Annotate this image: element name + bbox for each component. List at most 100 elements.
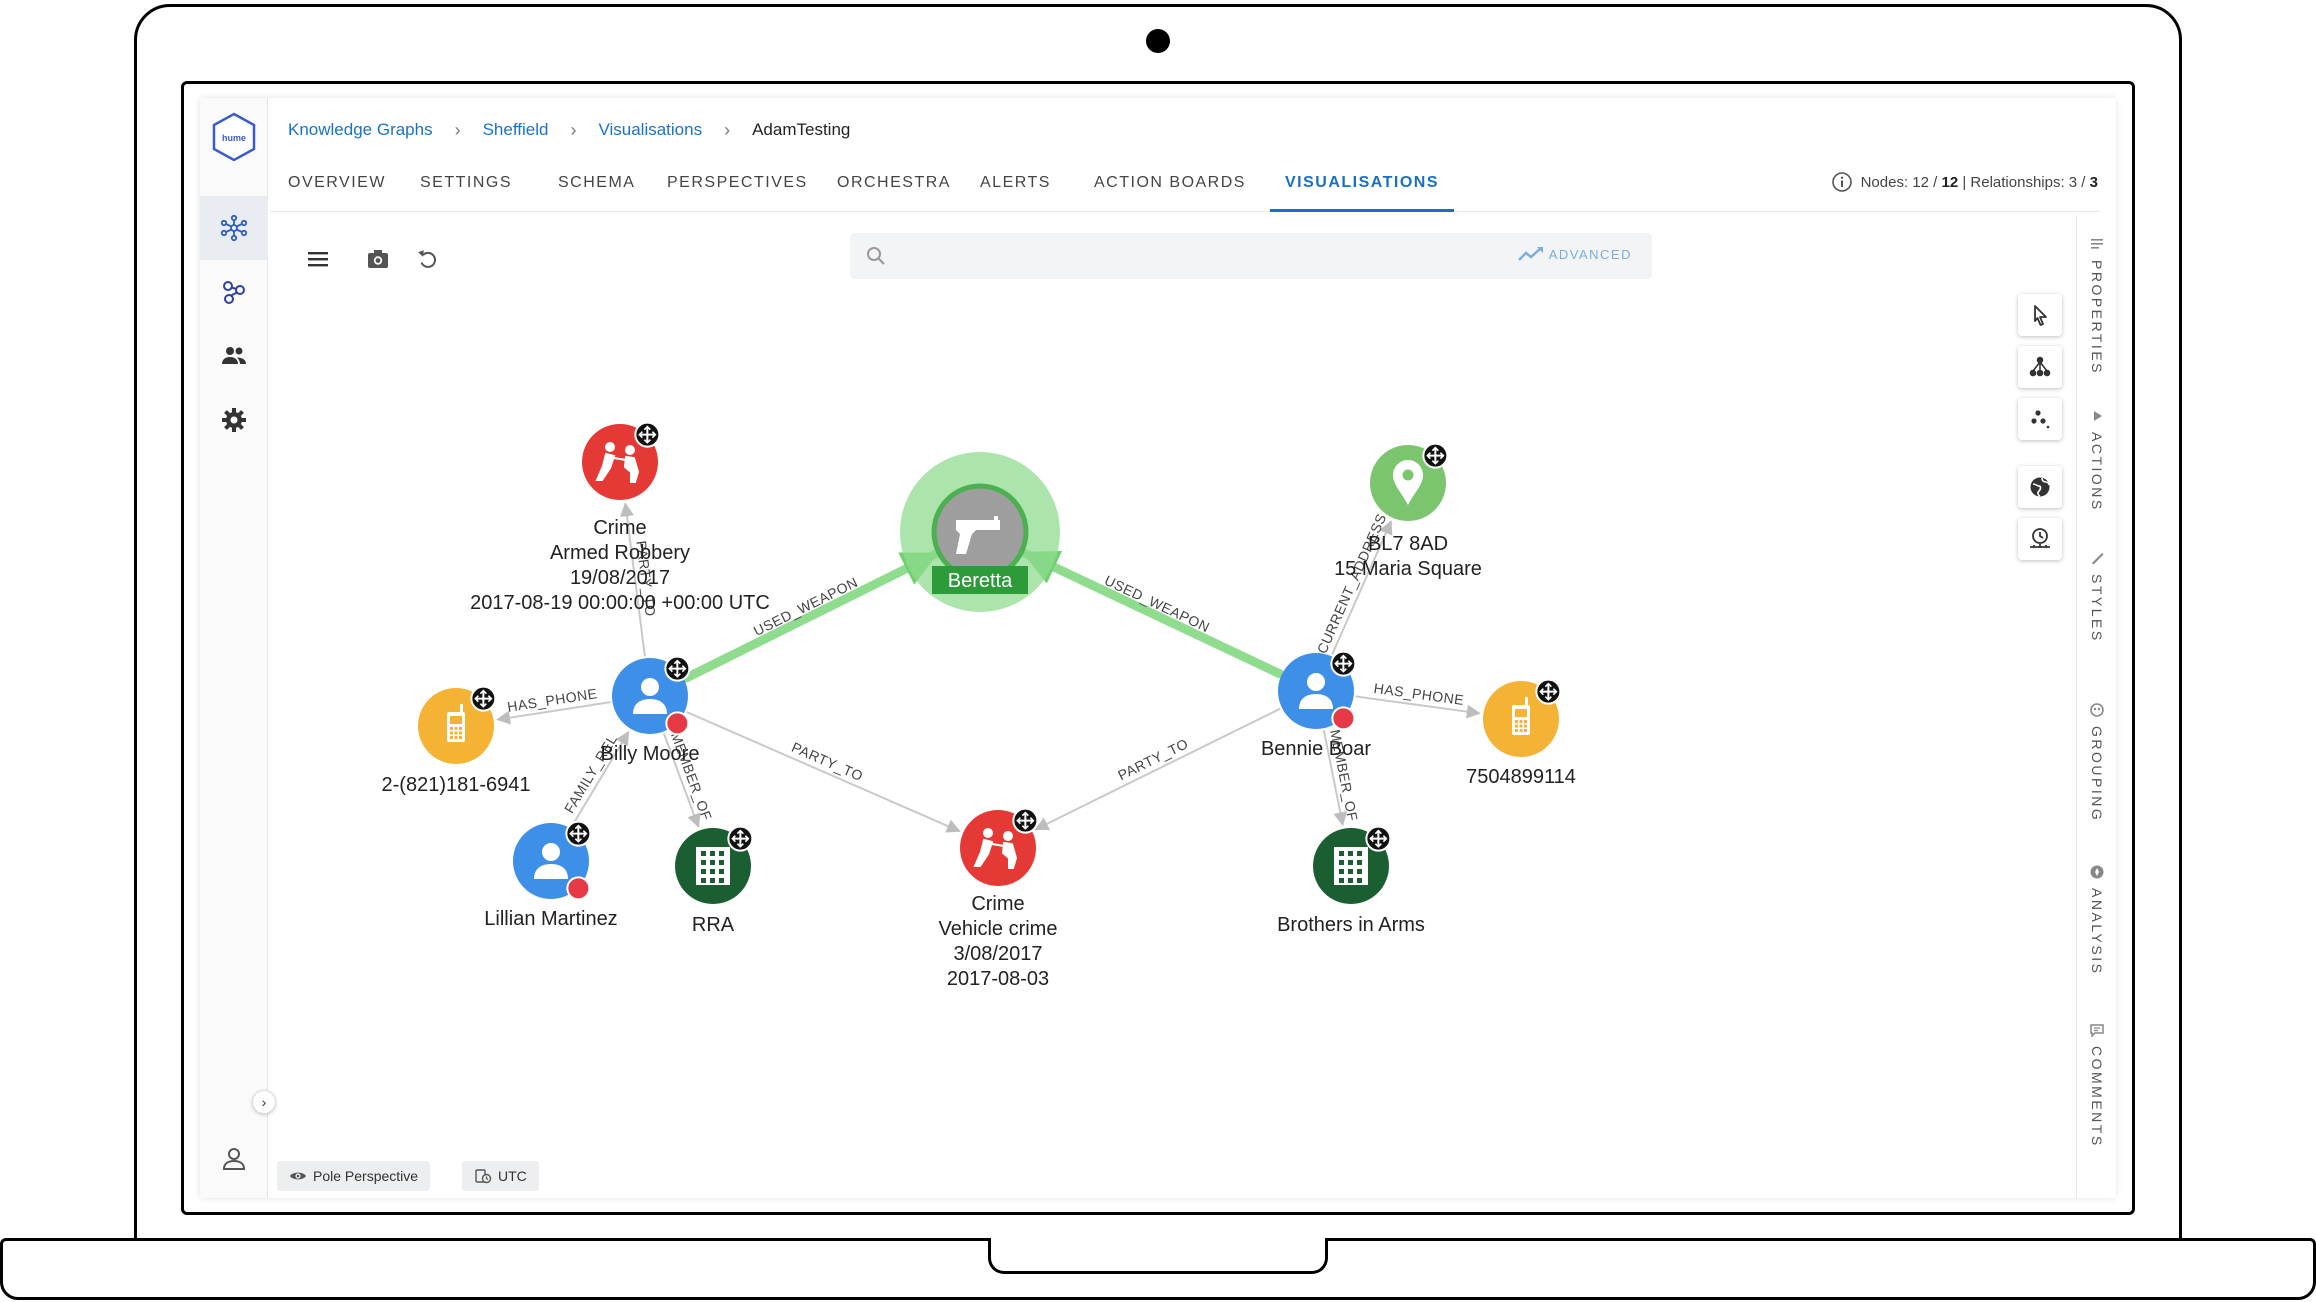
tab-visualisations[interactable]: VISUALISATIONS — [1270, 152, 1454, 212]
edge-line[interactable] — [620, 502, 646, 657]
expand-node-icon[interactable] — [565, 820, 592, 847]
edge-used-weapon[interactable]: USED_WEAPON — [1020, 548, 1285, 679]
edge-line[interactable] — [1020, 548, 1285, 679]
edge-line[interactable] — [686, 711, 961, 833]
account-icon[interactable] — [218, 1143, 250, 1175]
node-label: Armed Robbery — [550, 542, 690, 564]
person-icon — [633, 678, 667, 714]
expand-node-icon[interactable] — [1012, 807, 1039, 834]
node-beretta[interactable]: Beretta — [900, 452, 1060, 612]
app-window: hume — [200, 98, 2116, 1198]
search-bar: ADVANCED — [850, 233, 1652, 279]
edge-party-to[interactable]: PARTY_TO — [686, 711, 961, 833]
tab-perspectives[interactable]: PERSPECTIVES — [667, 174, 808, 191]
breadcrumb-sheffield[interactable]: Sheffield — [482, 120, 549, 139]
tab-action-boards[interactable]: ACTION BOARDS — [1094, 174, 1246, 191]
expand-node-icon[interactable] — [727, 825, 754, 852]
timeline-view-button[interactable] — [2018, 518, 2062, 560]
nav-schema-button[interactable] — [200, 260, 268, 324]
timezone-icon — [475, 1169, 492, 1184]
side-tab-label: STYLES — [2089, 574, 2105, 643]
side-panel-tabs: PROPERTIES ACTIONS STYLES GROUPING ANALY… — [2076, 214, 2116, 1198]
expand-node-icon[interactable] — [634, 421, 661, 448]
edge-line[interactable] — [681, 549, 940, 683]
cluster-tool-button[interactable] — [2018, 398, 2062, 440]
edge-used-weapon[interactable]: USED_WEAPON — [681, 549, 940, 683]
node-phone1[interactable]: 2-(821)181-6941 — [382, 685, 531, 796]
tab-overview[interactable]: OVERVIEW — [288, 174, 386, 191]
edge-line[interactable] — [1322, 730, 1348, 827]
edge-has-phone[interactable]: HAS_PHONE — [1355, 680, 1481, 719]
side-tab-comments[interactable]: COMMENTS — [2077, 1022, 2117, 1148]
breadcrumb-visualisations[interactable]: Visualisations — [598, 120, 703, 139]
gun-icon — [956, 516, 1000, 554]
node-phone2[interactable]: 7504899114 — [1466, 678, 1576, 788]
info-icon[interactable] — [1831, 171, 1853, 193]
advanced-search-button[interactable]: ADVANCED — [1517, 245, 1632, 263]
search-input[interactable] — [900, 241, 1500, 271]
globe-icon — [2030, 477, 2050, 497]
expand-node-icon[interactable] — [664, 655, 691, 682]
node-billy[interactable]: Billy Moore — [601, 655, 700, 765]
layout-tool-button[interactable] — [2018, 346, 2062, 388]
side-tab-properties[interactable]: PROPERTIES — [2077, 236, 2117, 375]
edge-line[interactable] — [570, 730, 630, 828]
edge-line[interactable] — [662, 733, 701, 828]
undo-button[interactable] — [410, 241, 446, 277]
menu-button[interactable] — [300, 241, 336, 277]
select-tool-button[interactable] — [2018, 294, 2062, 336]
brush-icon — [2092, 553, 2104, 565]
expand-node-icon[interactable] — [1365, 825, 1392, 852]
expand-node-icon[interactable] — [1422, 442, 1449, 469]
edge-line[interactable] — [1355, 695, 1481, 719]
node-label: 3/08/2017 — [954, 943, 1043, 965]
nav-graph-button[interactable] — [200, 196, 268, 260]
side-tab-label: PROPERTIES — [2089, 260, 2105, 375]
tab-alerts[interactable]: ALERTS — [980, 174, 1051, 191]
node-lillian[interactable]: Lillian Martinez — [484, 820, 618, 930]
node-bennie[interactable]: Bennie Boar — [1261, 650, 1371, 760]
edge-line[interactable] — [496, 701, 611, 725]
side-tab-styles[interactable]: STYLES — [2077, 550, 2117, 643]
side-tab-analysis[interactable]: ANALYSIS — [2077, 864, 2117, 975]
tab-settings[interactable]: SETTINGS — [420, 174, 513, 191]
node-label: RRA — [692, 914, 735, 936]
side-tab-grouping[interactable]: GROUPING — [2077, 702, 2117, 822]
node-rra[interactable]: RRA — [675, 825, 754, 936]
side-tab-actions[interactable]: ACTIONS — [2077, 408, 2117, 512]
chevron-right-icon: › — [724, 119, 731, 140]
alert-dot-icon — [665, 711, 690, 736]
node-label: 19/08/2017 — [570, 567, 670, 589]
perspective-chip[interactable]: Pole Perspective — [277, 1161, 431, 1191]
users-icon — [222, 347, 246, 364]
node-label-background — [932, 566, 1028, 594]
screenshot-button[interactable] — [360, 241, 396, 277]
nav-settings-button[interactable] — [200, 388, 268, 452]
chevron-right-icon: › — [261, 1094, 267, 1110]
node-label: 7504899114 — [1466, 766, 1576, 788]
edge-party-to[interactable]: PARTY_TO — [1034, 707, 1281, 831]
expand-node-icon[interactable] — [1330, 650, 1357, 677]
tab-schema[interactable]: SCHEMA — [558, 174, 636, 191]
left-nav-rail: hume — [200, 98, 276, 1198]
nav-users-button[interactable] — [200, 324, 268, 388]
person-icon — [1299, 673, 1333, 709]
expand-sidebar-button[interactable]: › — [252, 1090, 276, 1114]
expand-node-icon[interactable] — [470, 685, 497, 712]
edge-has-phone[interactable]: HAS_PHONE — [496, 685, 611, 725]
node-brothers[interactable]: Brothers in Arms — [1277, 825, 1425, 936]
edge-line[interactable] — [1034, 707, 1281, 831]
play-icon — [2094, 411, 2102, 421]
breadcrumb-knowledge-graphs[interactable]: Knowledge Graphs — [288, 120, 433, 139]
edge-line[interactable] — [1331, 520, 1393, 655]
node-circle[interactable] — [931, 483, 1029, 581]
map-view-button[interactable] — [2018, 466, 2062, 508]
scatter-icon — [2031, 410, 2050, 429]
tab-orchestra[interactable]: ORCHESTRA — [837, 174, 951, 191]
expand-node-icon[interactable] — [1535, 678, 1562, 705]
timezone-chip[interactable]: UTC — [462, 1161, 539, 1191]
